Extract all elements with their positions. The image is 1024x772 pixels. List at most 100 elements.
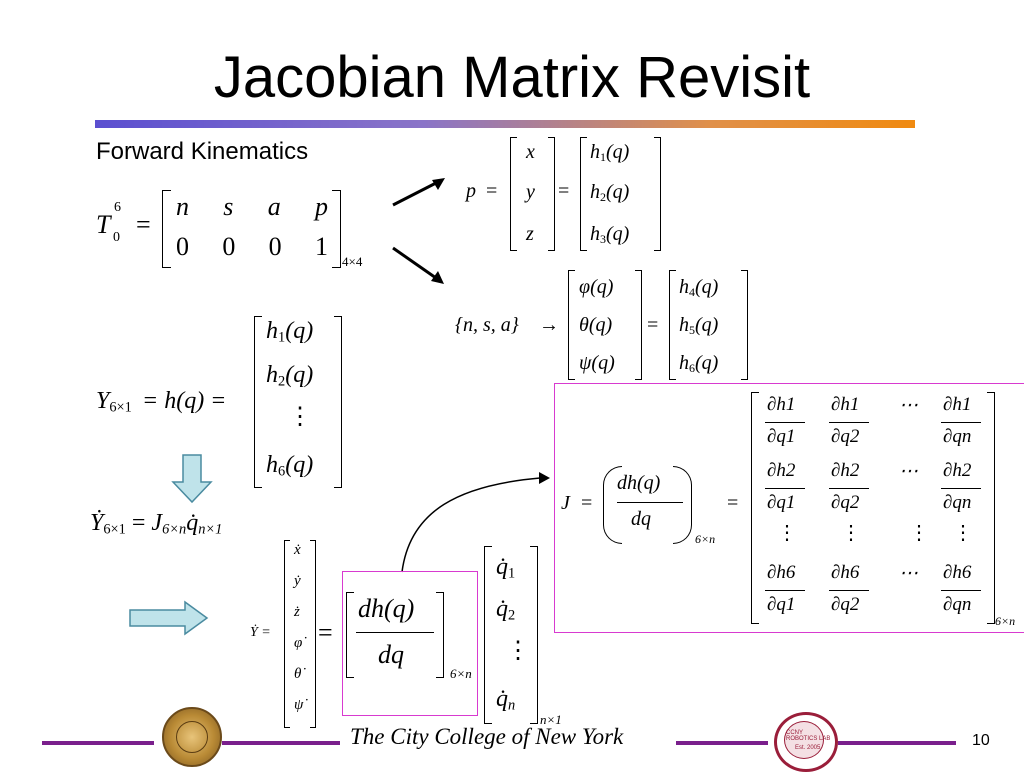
partial-numerator: ∂h2 xyxy=(943,460,972,481)
phidot: φ̇ xyxy=(294,635,303,651)
right-bracket xyxy=(741,270,748,380)
left-bracket xyxy=(510,137,517,251)
y-vector-equation: Y6×1 = h(q) = h1(q) h2(q) ⋮ h6(q) xyxy=(96,312,346,492)
Ydot-symbol: Ẏ xyxy=(90,510,104,536)
curved-arrow-to-jacobian xyxy=(401,472,550,573)
left-bracket xyxy=(580,137,587,251)
vector-size-label: n×1 xyxy=(540,712,562,727)
h-of-q: = h(q) = xyxy=(142,388,227,414)
partial-numerator: ∂h2 xyxy=(767,460,796,481)
vector-z: z xyxy=(526,223,534,245)
transform-equation: T 6 0 = n s a p 0 0 0 1 4×4 xyxy=(96,190,386,275)
right-bracket xyxy=(332,190,341,268)
phi-entry: φ(q) xyxy=(579,276,614,298)
matrix-row-1: n s a p xyxy=(176,192,328,222)
footer-rule-center-right xyxy=(676,741,768,745)
right-bracket xyxy=(635,270,642,380)
left-bracket xyxy=(254,316,262,488)
left-bracket xyxy=(284,540,290,728)
h6-entry: h6(q) xyxy=(679,352,719,375)
matrix-cell: 0 xyxy=(268,232,282,261)
right-bracket xyxy=(310,540,316,728)
fraction-bar xyxy=(829,422,869,423)
left-bracket xyxy=(484,546,492,724)
xdot: ẋ xyxy=(294,542,301,558)
jacobian-size-label: 6×n xyxy=(995,614,1016,628)
dq-denominator: dq xyxy=(378,640,404,669)
h3-entry: h3(q) xyxy=(590,223,630,246)
partial-denominator: ∂qn xyxy=(943,426,972,447)
partial-denominator: ∂q1 xyxy=(767,492,796,513)
slide-title: Jacobian Matrix Revisit xyxy=(213,45,811,110)
p-symbol: p xyxy=(466,180,476,202)
vertical-ellipsis: ⋮ xyxy=(841,522,861,544)
right-bracket xyxy=(654,137,661,251)
qdot-subscript: n×1 xyxy=(198,521,223,538)
partial-numerator: ∂h6 xyxy=(943,562,972,583)
left-bracket xyxy=(346,592,354,678)
right-bracket xyxy=(530,546,538,724)
matrix-cell: 0 xyxy=(176,232,189,261)
equals-sign: = xyxy=(486,180,498,202)
expanded-velocity-equation: Ẏ = ẋ ẏ ż φ̇ θ̇ ψ̇ = dh(q) dq 6×n q̇1 q̇… xyxy=(250,540,570,730)
fraction-bar xyxy=(941,590,981,591)
partial-denominator: ∂qn xyxy=(943,492,972,513)
T-superscript: 6 xyxy=(114,200,121,215)
left-bracket xyxy=(669,270,676,380)
dq-denominator: dq xyxy=(631,508,651,530)
left-bracket xyxy=(568,270,575,380)
h6-entry: h6(q) xyxy=(266,452,314,480)
partial-numerator: ∂h6 xyxy=(831,562,860,583)
vector-y: y xyxy=(526,181,535,203)
orientation-equation: {n, s, a} → φ(q) θ(q) ψ(q) = h4(q) h5(q)… xyxy=(455,270,755,382)
equals-sign: = xyxy=(136,210,151,239)
partial-denominator: ∂qn xyxy=(943,594,972,615)
fraction-bar xyxy=(941,488,981,489)
psi-entry: ψ(q) xyxy=(579,352,615,374)
h4-entry: h4(q) xyxy=(679,276,719,299)
Ydot-subscript: 6×1 xyxy=(103,521,126,538)
right-bracket xyxy=(548,137,555,251)
equals-sign: = xyxy=(581,492,593,514)
footer-rule-left xyxy=(42,741,154,745)
partial-denominator: ∂q2 xyxy=(831,426,860,447)
title-gradient-rule xyxy=(95,120,915,128)
equals-sign: = xyxy=(727,492,739,514)
equals-sign: = xyxy=(647,314,659,336)
matrix-row-2: 0 0 0 1 xyxy=(176,232,328,262)
right-bracket xyxy=(987,392,995,624)
Ydot-lhs: Ẏ = xyxy=(250,625,271,640)
highlighted-derivative-box xyxy=(342,571,478,716)
partial-denominator: ∂q2 xyxy=(831,492,860,513)
right-paren xyxy=(673,466,692,544)
nsa-set: {n, s, a} xyxy=(455,314,519,336)
T-subscript: 0 xyxy=(113,230,120,245)
qdot-symbol: q̇ xyxy=(186,510,199,536)
vertical-ellipsis: ⋮ xyxy=(777,522,797,544)
equals-sign: = xyxy=(558,180,570,202)
down-arrow-icon xyxy=(171,454,213,504)
position-equation: p = x y z = h1(q) h2(q) h3(q) xyxy=(466,135,666,253)
footer-institution: The City College of New York xyxy=(350,724,624,749)
horizontal-ellipsis: ⋯ xyxy=(899,395,918,416)
equals-sign: = xyxy=(131,510,146,536)
matrix-cell: a xyxy=(267,192,281,221)
robotics-lab-est-text: Est. 2005 xyxy=(795,745,821,751)
partial-numerator: ∂h2 xyxy=(831,460,860,481)
theta-entry: θ(q) xyxy=(579,314,613,336)
dh-numerator: dh(q) xyxy=(617,472,661,494)
fraction-bar xyxy=(765,488,805,489)
footer-rule-right xyxy=(838,741,956,745)
matrix-cell: 0 xyxy=(222,232,236,261)
matrix-cell: p xyxy=(314,192,328,221)
section-subtitle: Forward Kinematics xyxy=(96,138,309,165)
jacobian-velocity-equation: Ẏ6×1 = J6×nq̇n×1 xyxy=(90,510,290,546)
left-bracket xyxy=(162,190,171,268)
matrix-cell: n xyxy=(176,192,189,221)
zdot: ż xyxy=(294,604,300,620)
robotics-lab-logo: CCNY ROBOTICS LAB Est. 2005 xyxy=(774,712,838,772)
h2-entry: h2(q) xyxy=(266,362,314,390)
Y-lhs: Y6×1 xyxy=(96,388,132,416)
right-bracket xyxy=(436,592,444,678)
fraction-bar xyxy=(617,502,683,503)
